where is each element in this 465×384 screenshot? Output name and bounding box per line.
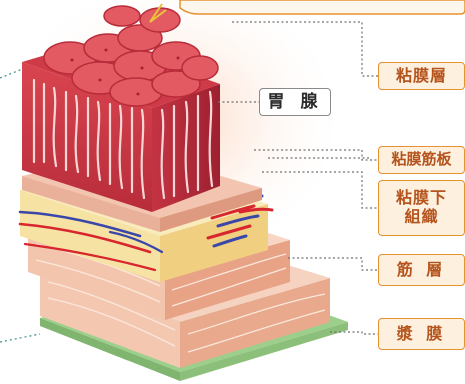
label-muscularis-mucosae: 粘膜筋板 xyxy=(378,146,465,174)
label-muscularis-mucosae-text: 粘膜筋板 xyxy=(391,151,451,169)
label-submucosa-text: 粘膜下 組織 xyxy=(396,189,447,227)
label-serosa-text: 漿 膜 xyxy=(397,325,447,344)
label-serosa: 漿 膜 xyxy=(378,318,465,350)
label-gastric-gland-text: 胃 腺 xyxy=(268,92,323,112)
label-mucosa: 粘膜層 xyxy=(378,62,465,90)
callout-bubble xyxy=(180,0,465,14)
label-submucosa: 粘膜下 組織 xyxy=(378,180,465,236)
label-mucosa-text: 粘膜層 xyxy=(396,67,447,86)
label-gastric-gland: 胃 腺 xyxy=(259,88,331,116)
label-muscle-layer-text: 筋 層 xyxy=(397,261,447,280)
label-muscle-layer: 筋 層 xyxy=(378,254,465,286)
